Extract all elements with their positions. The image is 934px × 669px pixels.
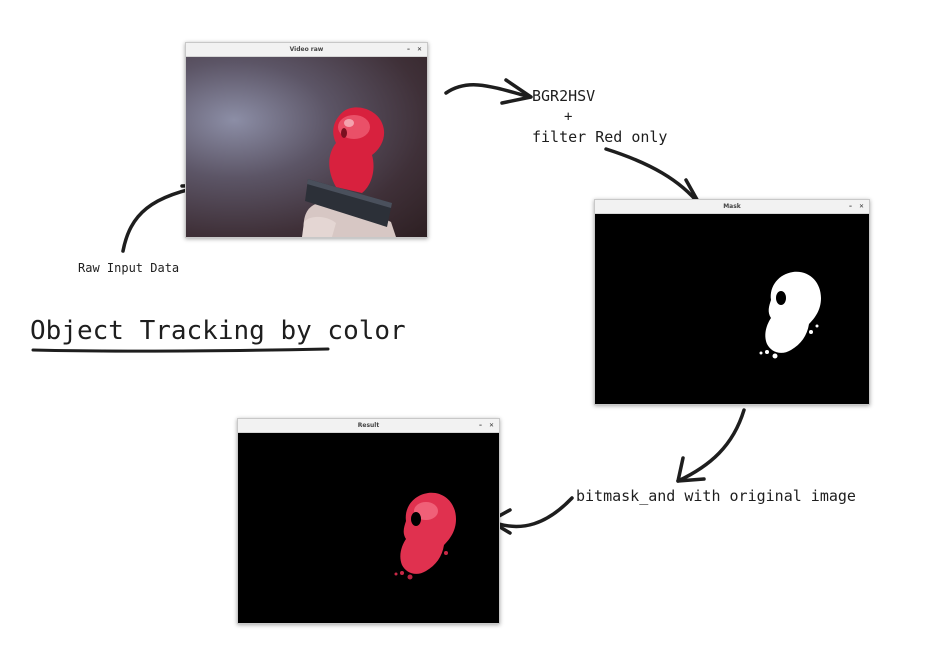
arrowhead-mask-to-bitmask <box>676 456 706 483</box>
step-filter-red-line: filter Red only <box>532 128 668 146</box>
arrow-to-mask <box>604 147 702 207</box>
raw-camera-image <box>302 107 396 237</box>
close-icon[interactable]: ✕ <box>488 422 495 429</box>
arrow-mask-to-bitmask <box>676 408 746 483</box>
minimize-icon[interactable]: – <box>849 203 852 210</box>
arrowhead-to-bgr2hsv <box>500 78 533 105</box>
mask-titlebar: Mask – ✕ <box>595 200 869 214</box>
step-bgr2hsv-plus: + <box>564 109 573 125</box>
mask-image <box>759 271 821 359</box>
step-bitmask-label: bitmask_and with original image <box>576 487 856 505</box>
step-bgr2hsv-line1: BGR2HSV <box>532 87 596 105</box>
close-icon[interactable]: ✕ <box>858 203 865 210</box>
minimize-icon[interactable]: – <box>479 422 482 429</box>
heading-underline <box>31 347 330 353</box>
raw-input-label: Raw Input Data <box>78 261 180 275</box>
video-raw-title: Video raw <box>289 46 324 53</box>
video-raw-titlebar: Video raw – ✕ <box>186 43 427 57</box>
page-title: Object Tracking by color <box>30 316 406 346</box>
result-titlebar: Result – ✕ <box>238 419 499 433</box>
result-image <box>394 492 456 580</box>
minimize-icon[interactable]: – <box>407 46 410 53</box>
video-raw-window: Video raw – ✕ <box>185 42 428 238</box>
result-frame <box>238 433 499 623</box>
mask-title: Mask <box>723 203 741 210</box>
close-icon[interactable]: ✕ <box>416 46 423 53</box>
result-window: Result – ✕ <box>237 418 500 624</box>
mask-frame <box>595 214 869 404</box>
mask-window: Mask – ✕ <box>594 199 870 405</box>
arrow-to-bgr2hsv <box>444 83 532 99</box>
video-raw-frame <box>186 57 427 237</box>
result-title: Result <box>357 422 380 429</box>
